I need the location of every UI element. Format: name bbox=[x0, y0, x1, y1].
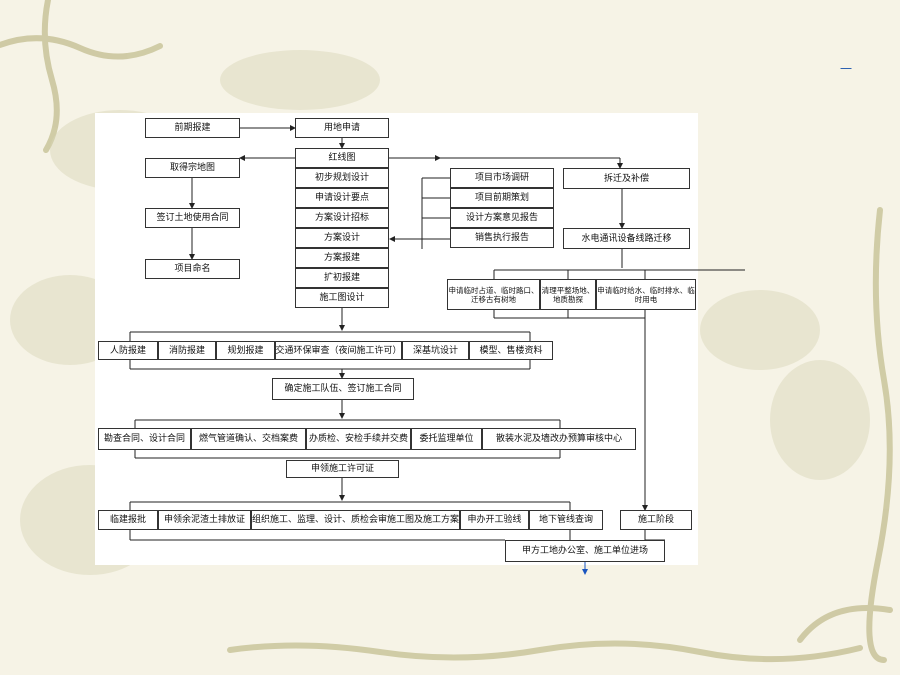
row3-item: 申领余泥渣土排放证 bbox=[158, 510, 251, 530]
row3-item: 临建报批 bbox=[98, 510, 158, 530]
node-red-line: 红线图 bbox=[295, 148, 389, 168]
node-construction-phase: 施工阶段 bbox=[620, 510, 692, 530]
node-temp-road: 申请临时占道、临时路口、迁移古有树地 bbox=[447, 279, 540, 310]
node-market-survey: 项目市场调研 bbox=[450, 168, 554, 188]
row1-item: 消防报建 bbox=[158, 341, 216, 360]
node-ext-report: 扩初报建 bbox=[295, 268, 389, 288]
node-scheme-report: 方案报建 bbox=[295, 248, 389, 268]
node-pre-report: 前期报建 bbox=[145, 118, 240, 138]
row2-item: 散装水泥及墙改办预算审核中心 bbox=[482, 428, 636, 450]
row1-item: 人防报建 bbox=[98, 341, 158, 360]
node-design-points: 申请设计要点 bbox=[295, 188, 389, 208]
row3-item: 地下管线查询 bbox=[529, 510, 603, 530]
node-project-naming: 项目命名 bbox=[145, 259, 240, 279]
node-team-contract: 确定施工队伍、签订施工合同 bbox=[272, 378, 414, 400]
row2-item: 办质检、安检手续并交费 bbox=[306, 428, 411, 450]
row3-item: 组织施工、监理、设计、质检会审施工图及施工方案 bbox=[251, 510, 460, 530]
row2-item: 燃气管道确认、交档案费 bbox=[191, 428, 306, 450]
node-land-apply: 用地申请 bbox=[295, 118, 389, 138]
row1-item: 规划报建 bbox=[216, 341, 275, 360]
node-prelim-plan: 初步规划设计 bbox=[295, 168, 389, 188]
node-early-planning: 项目前期策划 bbox=[450, 188, 554, 208]
row1-item: 深基坑设计 bbox=[402, 341, 469, 360]
row3-item: 申办开工验线 bbox=[460, 510, 529, 530]
node-sales-report: 销售执行报告 bbox=[450, 228, 554, 248]
node-design-bid: 方案设计招标 bbox=[295, 208, 389, 228]
row2-item: 勘查合同、设计合同 bbox=[98, 428, 191, 450]
node-scheme-design: 方案设计 bbox=[295, 228, 389, 248]
node-site-entry: 甲方工地办公室、施工单位进场 bbox=[505, 540, 665, 562]
row1-item: 交通环保审查（夜间施工许可） bbox=[275, 341, 402, 360]
node-design-opinion: 设计方案意见报告 bbox=[450, 208, 554, 228]
row1-item: 模型、售楼资料 bbox=[469, 341, 553, 360]
node-construct-drawing: 施工图设计 bbox=[295, 288, 389, 308]
node-land-contract: 签订土地使用合同 bbox=[145, 208, 240, 228]
node-temp-water-power: 申请临时给水、临时排水、临时用电 bbox=[596, 279, 696, 310]
node-demolition: 拆迁及补偿 bbox=[563, 168, 690, 189]
node-utility-relocation: 水电通讯设备线路迁移 bbox=[563, 228, 690, 249]
node-permit: 申领施工许可证 bbox=[286, 460, 399, 478]
slide-mark: 一 bbox=[840, 62, 853, 76]
row2-item: 委托监理单位 bbox=[411, 428, 482, 450]
node-site-clearing: 清理平整场地、地质勘探 bbox=[540, 279, 596, 310]
node-land-map: 取得宗地图 bbox=[145, 158, 240, 178]
